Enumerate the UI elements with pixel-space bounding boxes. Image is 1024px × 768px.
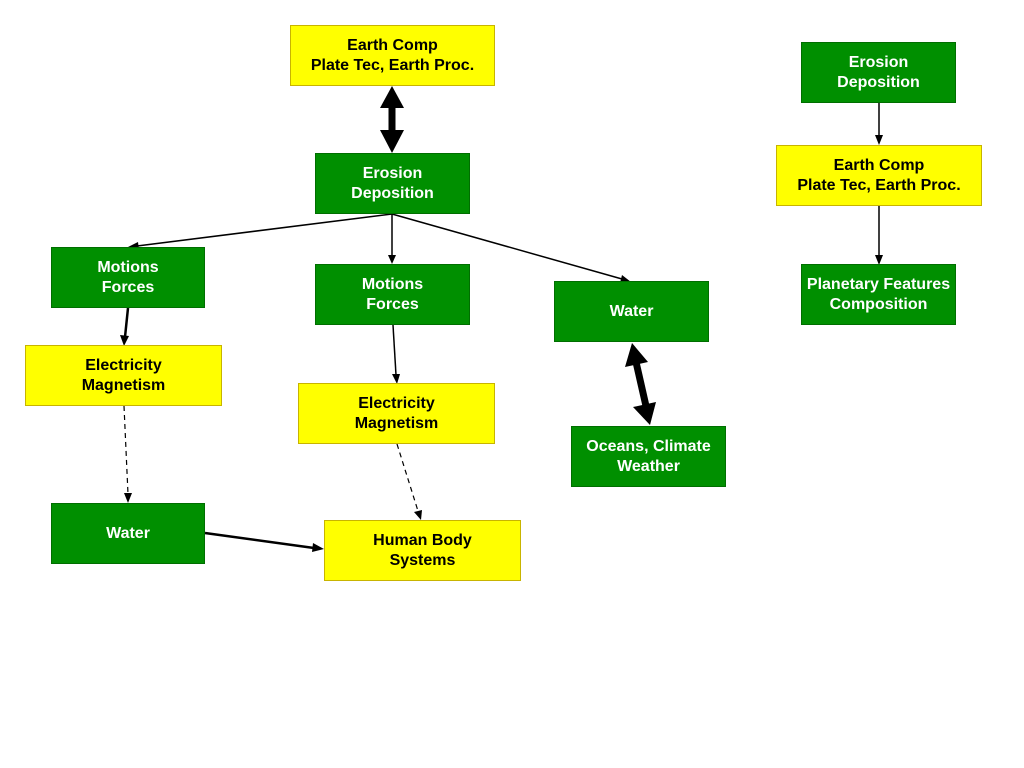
node-label-line2: Plate Tec, Earth Proc. — [797, 176, 961, 194]
node-label-line1: Motions — [361, 275, 424, 293]
node-label-line2: Deposition — [837, 73, 920, 91]
node-label-line1: Human Body — [373, 531, 472, 549]
node-oceans: Oceans, Climate Weather — [571, 426, 726, 487]
node-label-line2: Magnetism — [354, 414, 439, 432]
node-label-line1: Oceans, Climate — [586, 437, 711, 455]
node-label-line1: Erosion — [848, 53, 909, 71]
node-erosion-far-right: Erosion Deposition — [801, 42, 956, 103]
node-label-line1: Planetary Features — [806, 275, 951, 293]
node-motions-left: Motions Forces — [51, 247, 205, 308]
node-label-line2: Deposition — [351, 184, 434, 202]
node-label-line1: Electricity — [358, 394, 435, 412]
arrow-water-human-body — [204, 531, 324, 552]
arrow-earth-comp-erosion — [380, 86, 404, 153]
node-label-line2: Forces — [101, 278, 155, 296]
node-label-line2: Composition — [829, 295, 928, 313]
arrow-motions-electricity-center — [392, 324, 400, 384]
node-earth-comp-right: Earth Comp Plate Tec, Earth Proc. — [776, 145, 982, 206]
node-electricity-center: Electricity Magnetism — [298, 383, 495, 444]
node-label-line2: Weather — [617, 457, 680, 475]
arrow-motions-electricity-left — [120, 307, 130, 346]
arrow-erosion-motions-left — [128, 213, 393, 250]
node-label-line1: Earth Comp — [347, 36, 438, 54]
node-erosion-center: Erosion Deposition — [315, 153, 470, 214]
node-label-line1: Water — [609, 302, 654, 320]
node-water-right: Water — [554, 281, 709, 342]
node-label-line1: Motions — [97, 258, 159, 276]
node-motions-center: Motions Forces — [315, 264, 470, 325]
arrow-erosion-earth-comp-right — [875, 103, 883, 145]
node-water-left: Water — [51, 503, 205, 564]
node-earth-comp-top: Earth Comp Plate Tec, Earth Proc. — [290, 25, 495, 86]
node-electricity-left: Electricity Magnetism — [25, 345, 222, 406]
arrow-erosion-motions-center — [388, 214, 396, 264]
node-planetary: Planetary Features Composition — [801, 264, 956, 325]
node-label-line2: Systems — [389, 551, 456, 569]
arrow-earth-comp-planetary — [875, 206, 883, 265]
arrow-water-oceans — [625, 343, 656, 425]
node-human-body: Human Body Systems — [324, 520, 521, 581]
node-label-line2: Plate Tec, Earth Proc. — [310, 56, 475, 74]
node-label-line2: Forces — [366, 295, 419, 313]
node-label-line1: Earth Comp — [833, 156, 925, 174]
node-label-line1: Water — [106, 524, 150, 542]
arrow-electricity-water-left — [123, 405, 132, 503]
arrow-electricity-human-body — [396, 443, 422, 520]
node-label-line1: Erosion — [362, 164, 423, 182]
node-label-line2: Magnetism — [81, 376, 166, 394]
node-label-line1: Electricity — [85, 356, 162, 374]
